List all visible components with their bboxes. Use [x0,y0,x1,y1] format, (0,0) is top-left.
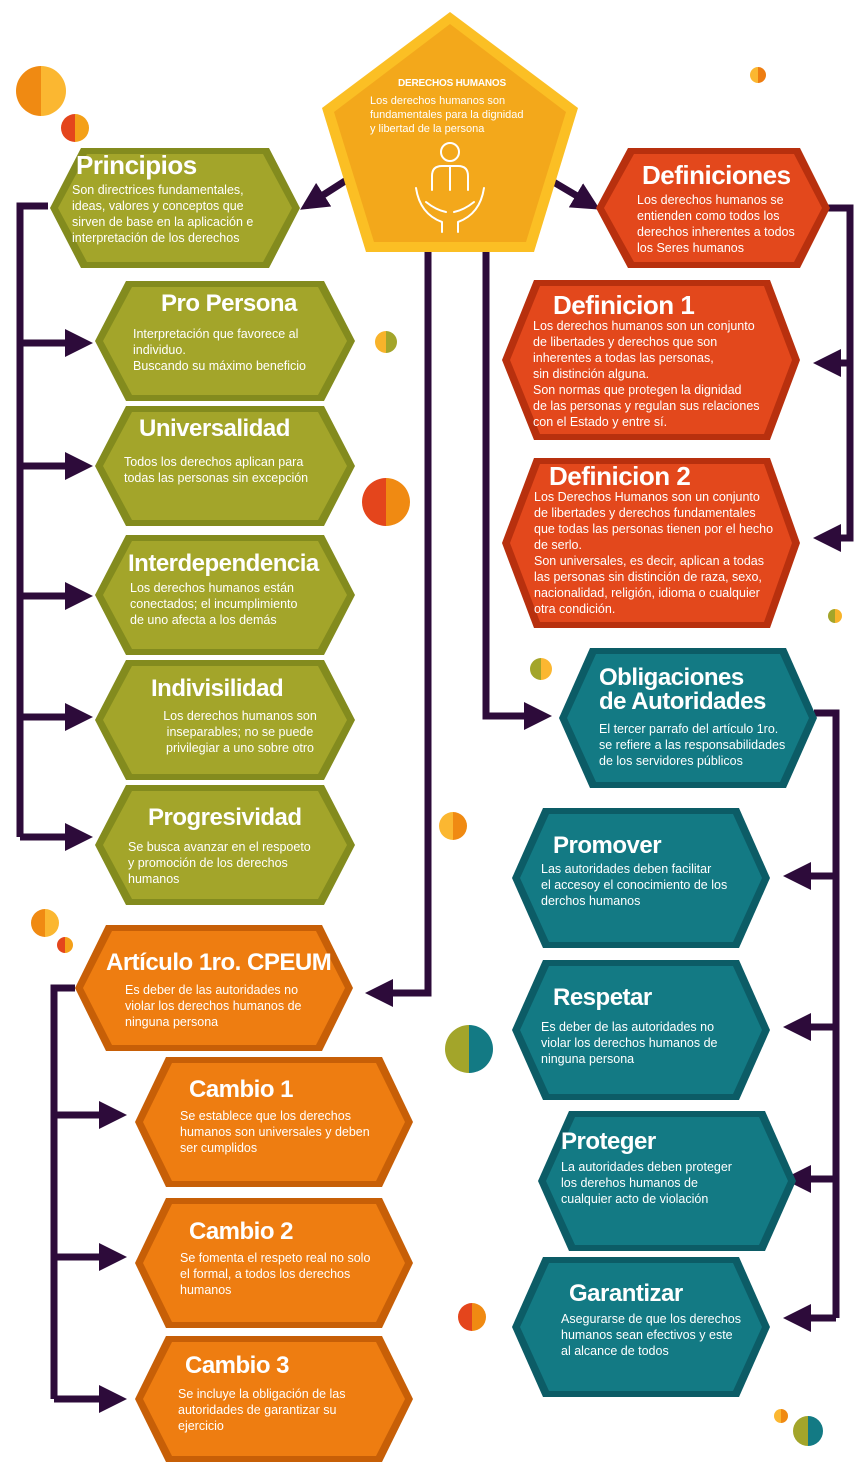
person-in-hands-icon [415,142,485,233]
obligaciones-title-line2: de Autoridades [599,688,766,715]
proteger-body: La autoridades deben proteger los dereho… [561,1160,732,1206]
articulo-title: Artículo 1ro. CPEUM [106,949,332,976]
cambio-1-title: Cambio 1 [189,1076,294,1103]
respetar-body: Es deber de las autoridades no violar lo… [541,1020,718,1066]
definiciones-shapes [502,148,830,628]
definicion-2-title: Definicion 2 [549,461,691,491]
center-title: DERECHOS HUMANOS [398,78,506,89]
universalidad-title: Universalidad [139,415,290,442]
proteger-title: Proteger [561,1128,656,1155]
definiciones-title: Definiciones [642,160,791,190]
universalidad-body: Todos los derechos aplican para todas la… [124,455,309,485]
principios-shapes [50,148,355,905]
cambio-2-title: Cambio 2 [189,1218,294,1245]
obligaciones-title-line1: Obligaciones [599,664,744,691]
principios-body: Son directrices fundamentales, ideas, va… [72,183,254,245]
progresividad-title: Progresividad [148,804,302,831]
respetar-title: Respetar [553,984,652,1011]
cambio-3-body: Se incluye la obligación de las autorida… [178,1387,346,1433]
promover-body: Las autoridades deben facilitar el acces… [541,862,728,908]
principios-title: Principios [76,150,197,180]
articulo-body: Es deber de las autoridades no violar lo… [125,983,302,1029]
definicion-1-title: Definicion 1 [553,290,695,320]
promover-title: Promover [553,832,662,859]
garantizar-title: Garantizar [569,1280,683,1307]
definicion-1-body: Los derechos humanos son un conjunto de … [533,319,760,429]
indivisilidad-body: Los derechos humanos son inseparables; n… [163,709,317,755]
interdependencia-title: Interdependencia [128,550,319,577]
interdependencia-body: Los derechos humanos están conectados; e… [130,581,298,627]
definiciones-body: Los derechos humanos se entienden como t… [637,193,795,255]
center-pentagon [322,12,578,252]
articulo-shapes [75,925,413,1462]
cambio-2-body: Se fomenta el respeto real no solo el fo… [180,1251,371,1297]
garantizar-body: Asegurarse de que los derechos humanos s… [561,1312,741,1358]
decorative-dots [16,66,842,1446]
obligaciones-body: El tercer parrafo del artículo 1ro. se r… [599,722,786,768]
definicion-2-body: Los Derechos Humanos son un conjunto de … [534,490,774,616]
obligaciones-shapes [512,648,817,1397]
pro-persona-body: Interpretación que favorece al individuo… [133,327,307,373]
cambio-3-title: Cambio 3 [185,1352,290,1379]
progresividad-body: Se busca avanzar en el respoeto y promoc… [128,840,311,886]
cambio-1-body: Se establece que los derechos humanos so… [180,1109,370,1155]
center-body: Los derechos humanos son fundamentales p… [370,95,524,135]
indivisilidad-title: Indivisilidad [151,675,284,702]
pro-persona-title: Pro Persona [161,290,297,317]
